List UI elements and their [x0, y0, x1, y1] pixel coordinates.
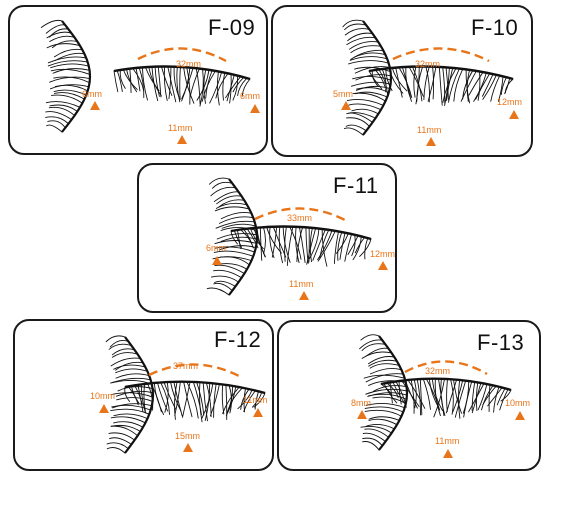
product-code: F-13: [477, 330, 525, 355]
outer-marker-icon: [509, 110, 519, 119]
outer-length-label: 11mm: [243, 395, 268, 405]
center-length-label: 15mm: [175, 431, 201, 441]
width-label: 37mm: [173, 361, 199, 371]
center-marker-icon: [183, 443, 193, 452]
outer-marker-icon: [250, 104, 260, 113]
width-label: 33mm: [287, 213, 313, 223]
inner-marker-icon: [212, 256, 222, 265]
outer-marker-icon: [378, 261, 388, 270]
width-label: 32mm: [415, 59, 441, 69]
product-card-f09: F-09 32mm 6mm 6mm 11mm: [8, 5, 268, 155]
inner-length-label: 6mm: [82, 89, 102, 99]
inner-length-label: 10mm: [90, 391, 116, 401]
outer-length-label: 10mm: [505, 398, 531, 408]
center-length-label: 11mm: [435, 436, 460, 446]
outer-marker-icon: [515, 411, 525, 420]
product-card-f13: F-13 32mm 8mm 10mm 11mm: [277, 320, 541, 471]
outer-length-label: 6mm: [240, 91, 260, 101]
inner-marker-icon: [99, 404, 109, 413]
outer-length-label: 12mm: [497, 97, 523, 107]
center-marker-icon: [177, 135, 187, 144]
width-label: 32mm: [425, 366, 451, 376]
product-card-f12: F-12 37mm 10mm 11mm 15mm: [13, 319, 274, 471]
product-code: F-12: [214, 327, 262, 352]
product-code: F-09: [208, 15, 256, 40]
center-marker-icon: [443, 449, 453, 458]
eyelash-strip-icon: [359, 334, 512, 451]
center-length-label: 11mm: [289, 279, 314, 289]
outer-marker-icon: [253, 408, 263, 417]
center-marker-icon: [426, 137, 436, 146]
center-marker-icon: [299, 291, 309, 300]
product-code: F-10: [471, 15, 519, 40]
inner-marker-icon: [357, 410, 367, 419]
outer-length-label: 12mm: [370, 249, 396, 259]
product-code: F-11: [333, 173, 379, 198]
eyelash-strip-icon: [40, 19, 251, 133]
inner-marker-icon: [90, 101, 100, 110]
eyelash-strip-icon: [342, 19, 514, 136]
inner-length-label: 5mm: [333, 89, 353, 99]
inner-length-label: 8mm: [351, 398, 371, 408]
center-length-label: 11mm: [417, 125, 442, 135]
center-length-label: 11mm: [168, 123, 193, 133]
product-card-f10: F-10 32mm 5mm 12mm 11mm: [271, 5, 533, 157]
inner-length-label: 6mm: [206, 243, 226, 253]
eyelash-strip-icon: [105, 335, 266, 454]
product-card-f11: F-11 33mm 6mm 12mm 11mm: [137, 163, 397, 313]
inner-marker-icon: [341, 101, 351, 110]
width-label: 32mm: [176, 59, 202, 69]
